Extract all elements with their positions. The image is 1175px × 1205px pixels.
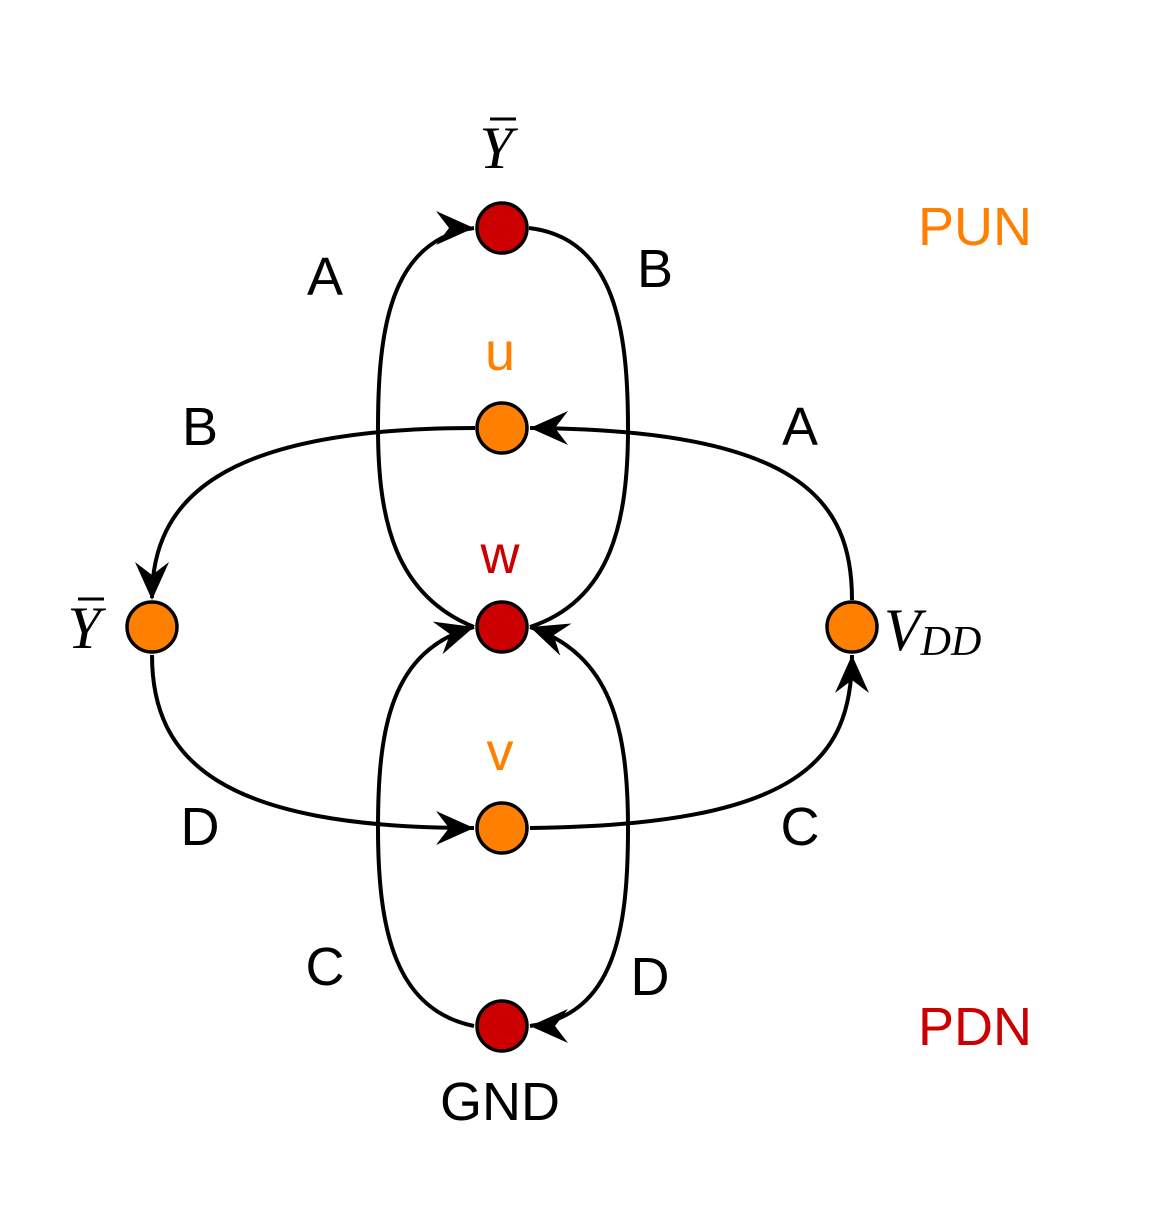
node-label-ybar-left: Y — [67, 595, 106, 661]
node-label-vdd: VDD — [884, 597, 981, 665]
arrowhead-to-w-from-top — [530, 623, 572, 656]
edge-ybar-left-to-v-D — [150, 654, 475, 830]
node-u — [475, 401, 529, 455]
arrowhead-to-ybar-top — [436, 211, 474, 245]
edge-label-D-pdn: D — [631, 947, 670, 1007]
edge-ybar-top-to-w-B — [528, 226, 631, 629]
node-v — [475, 801, 529, 855]
arrowhead-to-u — [530, 411, 568, 445]
vdd-subscript: DD — [920, 619, 982, 665]
node-label-gnd: GND — [440, 1072, 560, 1132]
node-ybar-left — [125, 600, 179, 654]
edge-w-to-gnd-D — [529, 625, 631, 1028]
edge-label-A-pdn: A — [307, 247, 343, 307]
arrowhead-to-vdd — [835, 655, 869, 693]
node-label-u: u — [485, 322, 515, 382]
node-label-v: v — [487, 722, 514, 782]
vdd-main: V — [884, 597, 927, 663]
pun-label: PUN — [918, 197, 1032, 257]
node-gnd — [475, 999, 529, 1053]
node-ybar-top — [475, 201, 529, 255]
edge-v-to-vdd-C — [529, 654, 854, 830]
edge-label-D-pun: D — [181, 797, 220, 857]
node-w — [475, 600, 529, 654]
edge-gnd-to-w-C — [375, 625, 475, 1028]
edge-label-B-pun: B — [182, 397, 218, 457]
edge-w-to-ybar-top-A — [375, 226, 475, 629]
arrowhead-to-ybar-left — [135, 562, 169, 600]
edge-label-A-pun: A — [782, 397, 818, 457]
edge-label-C-pun: C — [781, 797, 820, 857]
edge-u-to-ybar-left-B — [150, 426, 476, 599]
edge-label-B-pdn: B — [637, 239, 673, 299]
arrowhead-to-v — [436, 811, 474, 845]
arrowhead-to-w-from-bottom — [432, 621, 474, 655]
arrowhead-to-gnd — [530, 1009, 568, 1043]
edge-vdd-to-u-A — [529, 426, 854, 601]
edge-label-C-pdn: C — [306, 937, 345, 997]
node-label-w: w — [480, 525, 521, 585]
node-vdd — [825, 600, 879, 654]
pdn-label: PDN — [918, 997, 1032, 1057]
node-label-ybar-top: Y — [479, 115, 518, 181]
